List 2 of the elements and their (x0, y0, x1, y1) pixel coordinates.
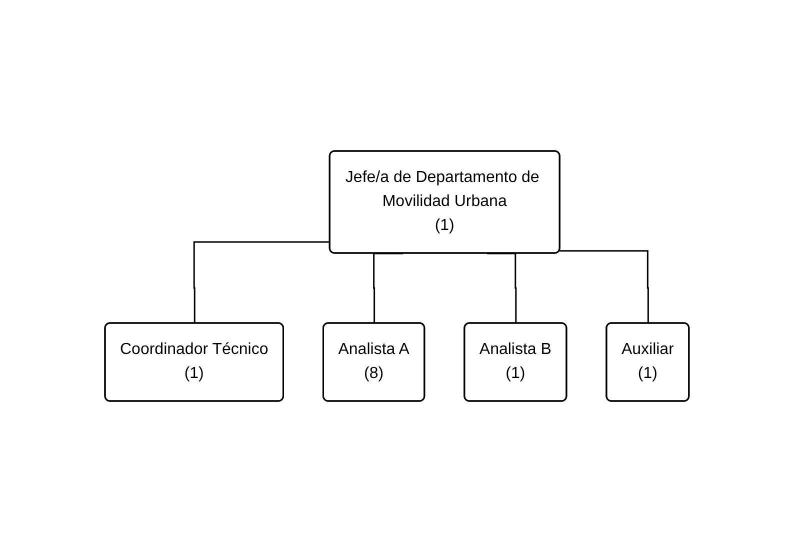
connector (559, 250, 648, 324)
connector (192, 241, 330, 324)
